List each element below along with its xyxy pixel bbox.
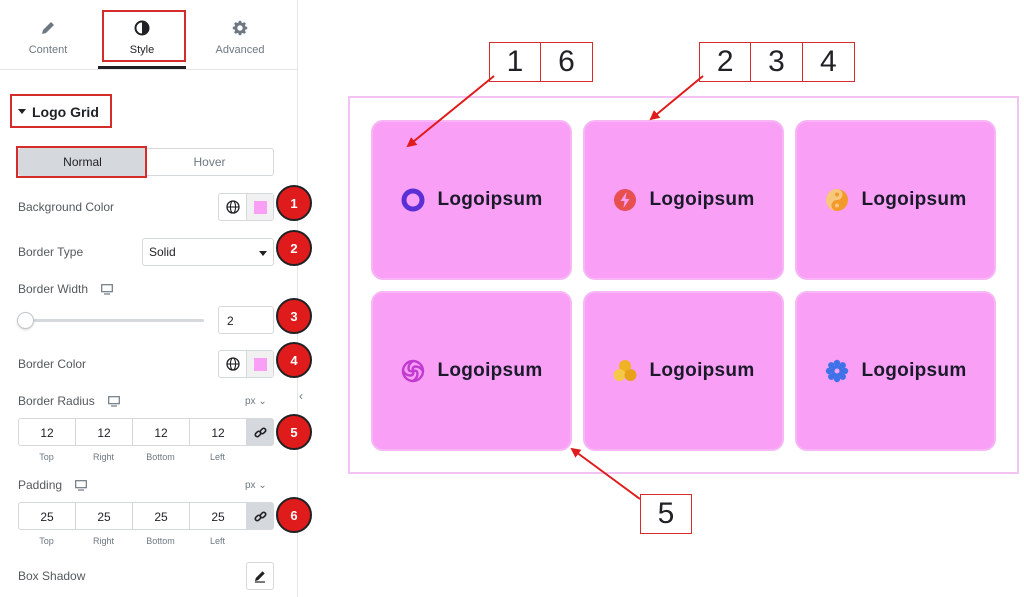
padding-right[interactable]: 25 bbox=[76, 503, 133, 529]
yin-yang-logo-icon bbox=[824, 187, 850, 213]
background-color-swatch[interactable] bbox=[247, 194, 273, 220]
border-color-control bbox=[218, 350, 274, 378]
desktop-icon bbox=[75, 480, 88, 491]
logo-grid-item[interactable]: Logoipsum bbox=[371, 120, 572, 280]
section-logo-grid[interactable]: Logo Grid bbox=[10, 94, 112, 128]
border-type-select[interactable]: Solid bbox=[142, 238, 274, 266]
padding-label: Padding bbox=[18, 478, 88, 492]
section-title: Logo Grid bbox=[32, 104, 99, 120]
border-radius-bottom[interactable]: 12 bbox=[133, 419, 190, 445]
box-shadow-edit-button[interactable] bbox=[246, 562, 274, 590]
border-radius-unit[interactable]: px ⌄ bbox=[245, 396, 267, 407]
background-color-label: Background Color bbox=[18, 200, 115, 214]
border-type-value: Solid bbox=[149, 245, 176, 259]
trefoil-logo-icon bbox=[612, 358, 638, 384]
padding-top[interactable]: 25 bbox=[19, 503, 76, 529]
border-type-label: Border Type bbox=[18, 245, 84, 259]
tab-advanced[interactable]: Advanced bbox=[192, 0, 288, 66]
tab-advanced-label: Advanced bbox=[215, 44, 265, 56]
logo-grid-item[interactable]: Logoipsum bbox=[583, 120, 784, 280]
padding-inputs: 25 25 25 25 bbox=[18, 502, 274, 530]
border-radius-inputs: 12 12 12 12 bbox=[18, 418, 274, 446]
bolt-logo-icon bbox=[612, 187, 638, 213]
border-color-label: Border Color bbox=[18, 357, 87, 371]
state-toggle: Normal Hover bbox=[18, 148, 274, 176]
logo-grid-preview: Logoipsum Logoipsum Logoipsum Logoipsum bbox=[348, 96, 1019, 474]
logo-text: Logoipsum bbox=[437, 189, 543, 210]
callout-badge: 2 bbox=[276, 230, 312, 266]
pencil-icon bbox=[255, 571, 265, 583]
style-panel: Content Style Advanced Logo Grid Normal … bbox=[0, 0, 298, 597]
callout-badge: 4 bbox=[276, 342, 312, 378]
desktop-icon bbox=[108, 396, 120, 407]
background-color-control bbox=[218, 193, 274, 221]
active-tab-indicator bbox=[98, 66, 186, 69]
dropdown-arrow-icon bbox=[259, 251, 267, 256]
gear-icon bbox=[192, 20, 288, 38]
hover-tab[interactable]: Hover bbox=[193, 155, 226, 169]
border-width-input[interactable]: 2 bbox=[218, 306, 274, 334]
callout-badge: 6 bbox=[276, 497, 312, 533]
tab-content[interactable]: Content bbox=[0, 0, 96, 66]
callout-number: 6 bbox=[558, 45, 575, 78]
callout-box-5: 5 bbox=[640, 494, 692, 534]
logo-text: Logoipsum bbox=[437, 360, 543, 381]
globe-icon[interactable] bbox=[219, 194, 247, 220]
logo-text: Logoipsum bbox=[861, 189, 967, 210]
callout-number: 4 bbox=[820, 45, 837, 78]
logo-grid-item[interactable]: Logoipsum bbox=[583, 291, 784, 451]
contrast-icon bbox=[98, 20, 186, 38]
padding-unit[interactable]: px ⌄ bbox=[245, 480, 267, 491]
collapse-panel-icon[interactable]: ‹ bbox=[299, 389, 303, 403]
callout-box-1-6: 1 6 bbox=[489, 42, 593, 82]
border-radius-label: Border Radius bbox=[18, 394, 120, 408]
tab-content-label: Content bbox=[28, 44, 68, 56]
border-width-slider-track[interactable] bbox=[24, 319, 204, 322]
caret-down-icon bbox=[18, 108, 26, 114]
padding-bottom[interactable]: 25 bbox=[133, 503, 190, 529]
border-width-label: Border Width bbox=[18, 282, 114, 296]
pencil-icon bbox=[0, 20, 96, 38]
tab-style[interactable]: Style bbox=[98, 0, 186, 69]
callout-badge: 3 bbox=[276, 298, 312, 334]
ring-logo-icon bbox=[400, 187, 426, 213]
border-radius-left[interactable]: 12 bbox=[190, 419, 247, 445]
padding-left[interactable]: 25 bbox=[190, 503, 247, 529]
box-shadow-label: Box Shadow bbox=[18, 569, 86, 583]
logo-grid-item[interactable]: Logoipsum bbox=[795, 291, 996, 451]
flower-logo-icon bbox=[824, 358, 850, 384]
swirl-logo-icon bbox=[400, 358, 426, 384]
logo-grid-item[interactable]: Logoipsum bbox=[795, 120, 996, 280]
logo-grid-item[interactable]: Logoipsum bbox=[371, 291, 572, 451]
link-icon[interactable] bbox=[247, 419, 273, 445]
logo-text: Logoipsum bbox=[649, 360, 755, 381]
border-radius-top[interactable]: 12 bbox=[19, 419, 76, 445]
globe-icon[interactable] bbox=[219, 351, 247, 377]
border-color-swatch[interactable] bbox=[247, 351, 273, 377]
logo-text: Logoipsum bbox=[861, 360, 967, 381]
logo-text: Logoipsum bbox=[649, 189, 755, 210]
tab-style-label: Style bbox=[129, 44, 155, 56]
border-width-slider-handle[interactable] bbox=[17, 312, 34, 329]
callout-number: 5 bbox=[657, 497, 675, 530]
callout-number: 1 bbox=[490, 43, 542, 81]
callout-badge: 1 bbox=[276, 185, 312, 221]
callout-number: 3 bbox=[751, 43, 803, 81]
callout-number: 2 bbox=[700, 43, 752, 81]
border-radius-right[interactable]: 12 bbox=[76, 419, 133, 445]
callout-badge: 5 bbox=[276, 414, 312, 450]
link-icon[interactable] bbox=[247, 503, 273, 529]
desktop-icon bbox=[101, 284, 114, 295]
normal-tab[interactable]: Normal bbox=[19, 149, 146, 175]
callout-box-2-3-4: 2 3 4 bbox=[699, 42, 855, 82]
panel-tabs: Content Style Advanced bbox=[0, 0, 298, 70]
